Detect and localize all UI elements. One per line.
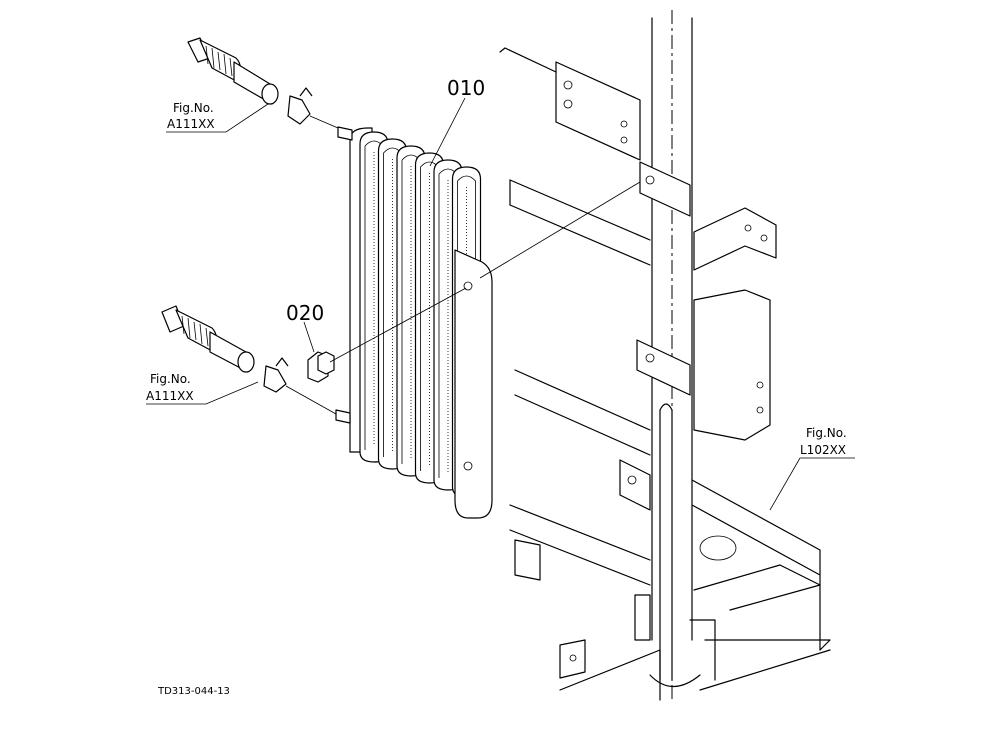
ref-frame-line2: L102XX bbox=[800, 443, 846, 457]
frame-assembly bbox=[499, 10, 831, 701]
alignment-line bbox=[479, 181, 641, 279]
bolt-020 bbox=[307, 287, 467, 383]
lower-hose bbox=[161, 305, 337, 415]
drawing-code: TD313-044-13 bbox=[157, 686, 230, 697]
leader-lower-ref bbox=[146, 381, 259, 405]
leader-upper-ref bbox=[166, 103, 269, 133]
leader-010 bbox=[429, 97, 466, 167]
leader-frame-ref bbox=[769, 457, 855, 511]
ref-upper-line1: Fig.No. bbox=[173, 101, 214, 115]
ref-frame-line1: Fig.No. bbox=[806, 426, 847, 440]
callout-020: 020 bbox=[286, 301, 324, 325]
ref-lower-line2: A111XX bbox=[146, 389, 194, 403]
leader-020 bbox=[303, 321, 315, 353]
callout-010: 010 bbox=[447, 76, 485, 100]
oil-cooler-010 bbox=[335, 126, 493, 519]
upper-hose bbox=[187, 37, 339, 129]
ref-upper-line2: A111XX bbox=[167, 117, 215, 131]
ref-lower-line1: Fig.No. bbox=[150, 372, 191, 386]
